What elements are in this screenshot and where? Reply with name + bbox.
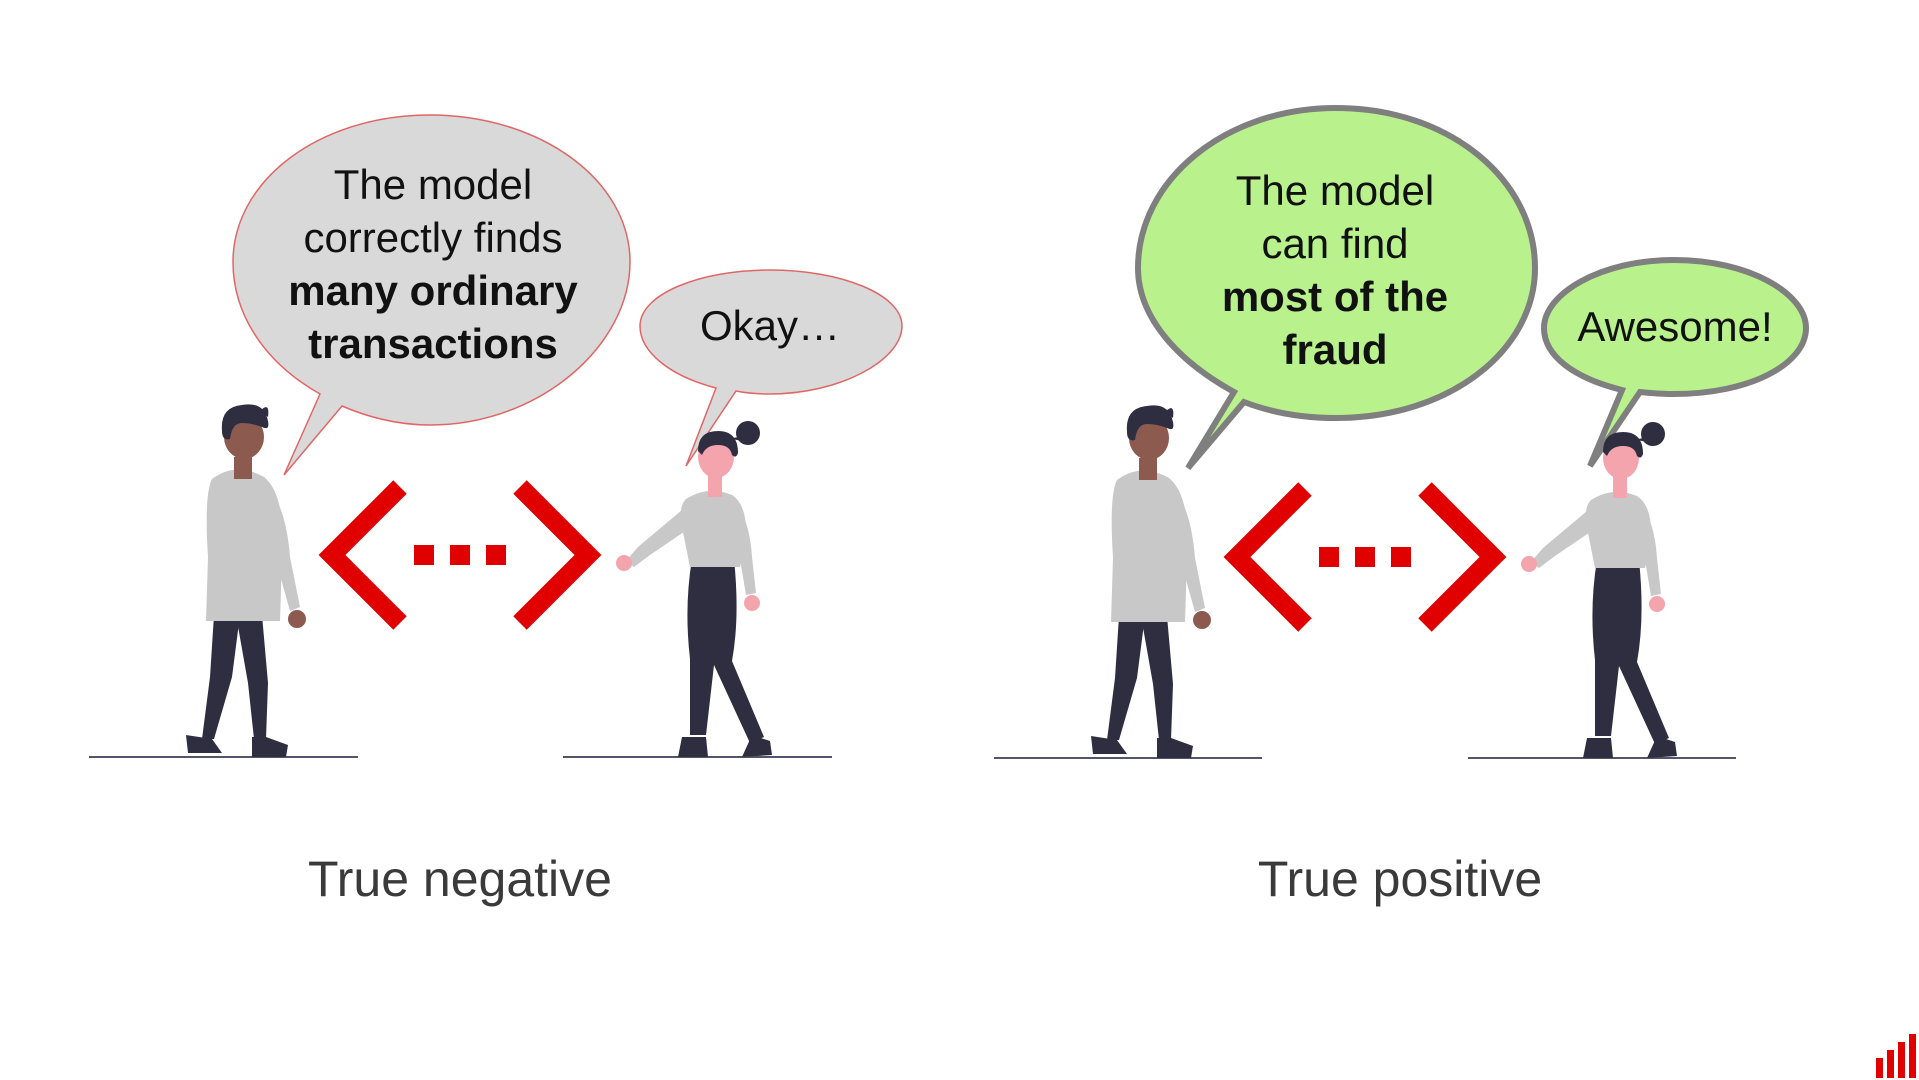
- speaker-bubble-text: The model can find most of the fraud: [1165, 164, 1505, 376]
- bubble-line: can find: [1261, 220, 1409, 267]
- woman-walking-icon: [616, 421, 772, 757]
- speech-bubble-listener: [1540, 256, 1810, 468]
- connector-arrows: [1237, 489, 1493, 625]
- speech-bubble-speaker: [232, 114, 631, 476]
- bar-chart-logo-icon: [1876, 1034, 1916, 1078]
- bubble-bold-line: fraud: [1282, 326, 1388, 373]
- caption-true-positive: True positive: [1257, 851, 1543, 907]
- bubble-line: Okay…: [699, 302, 841, 349]
- bubble-bold-line: transactions: [308, 320, 558, 367]
- scene-true-positive: [994, 104, 1810, 759]
- bubble-line: The model: [1235, 167, 1435, 214]
- listener-bubble-text: Okay…: [660, 299, 880, 352]
- bubble-line: The model: [333, 161, 533, 208]
- speech-bubble-listener: [639, 269, 903, 467]
- bubble-line: correctly finds: [303, 214, 563, 261]
- caption-true-negative: True negative: [308, 851, 612, 907]
- man-standing-icon: [186, 404, 306, 757]
- speaker-bubble-text: The model correctly finds many ordinary …: [258, 158, 608, 370]
- connector-arrows: [332, 487, 588, 623]
- listener-bubble-text: Awesome!: [1560, 300, 1790, 353]
- scene-true-negative: [89, 114, 903, 758]
- bubble-bold-line: most of the: [1221, 273, 1449, 320]
- woman-walking-icon: [1521, 422, 1677, 758]
- speech-bubble-speaker: [1134, 104, 1539, 470]
- bubble-line: Awesome!: [1577, 303, 1773, 350]
- bubble-bold-line: many ordinary: [288, 267, 578, 314]
